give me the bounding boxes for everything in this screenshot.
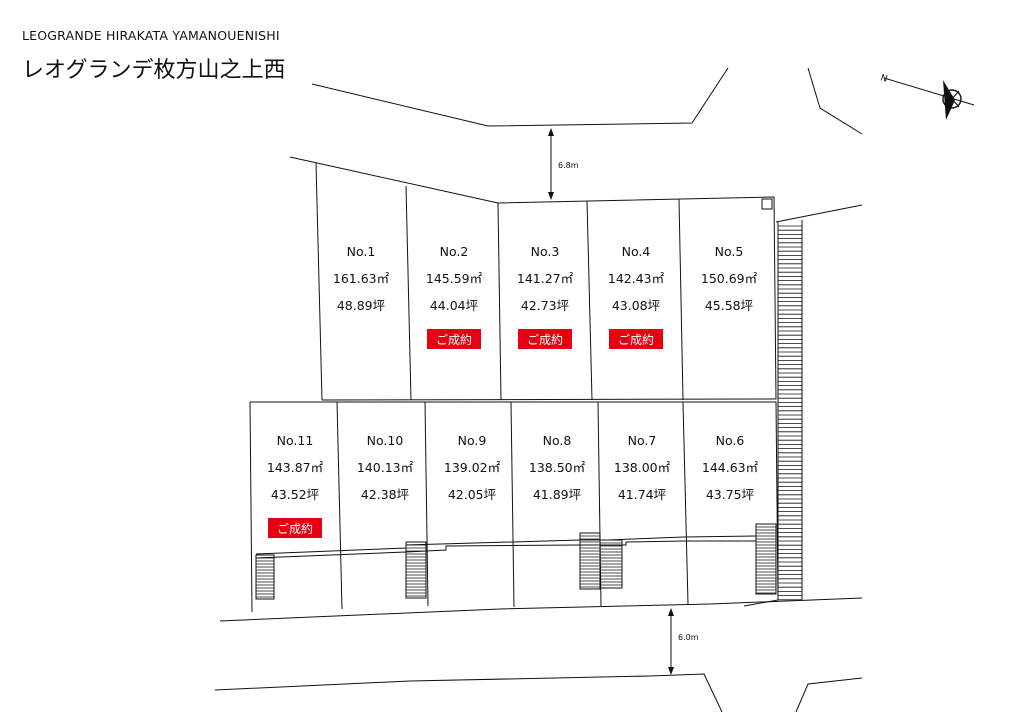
stair-lot-7 (599, 539, 623, 589)
lot-number: No.3 (531, 244, 560, 259)
sold-badge-label: ご成約 (618, 332, 654, 347)
south-road-edge-upper (219, 597, 863, 622)
top-block (315, 162, 777, 401)
lot-area-tsubo: 43.52坪 (271, 487, 319, 502)
lot-number: No.4 (622, 244, 651, 259)
lots-top: No.1161.63㎡48.89坪No.2145.59㎡44.04坪ご成約No.… (333, 244, 758, 349)
sold-badge-label: ご成約 (436, 332, 472, 347)
lot-area-tsubo: 45.58坪 (705, 298, 753, 313)
lot-area-tsubo: 43.08坪 (612, 298, 660, 313)
north-road-edge-lower (289, 156, 499, 204)
sold-badge: ご成約 (518, 329, 572, 349)
lot-area-sqm: 144.63㎡ (702, 460, 759, 475)
site-title-en: LEOGRANDE HIRAKATA YAMANOUENISHI (22, 28, 280, 43)
lot-area-tsubo: 42.05坪 (448, 487, 496, 502)
bottom-block (249, 401, 779, 613)
lot-area-tsubo: 44.04坪 (430, 298, 478, 313)
sold-badge: ご成約 (609, 329, 663, 349)
lot-number: No.5 (715, 244, 744, 259)
parking-stairs (255, 523, 777, 600)
stair-lot-10 (405, 541, 427, 599)
lot-area-sqm: 140.13㎡ (357, 460, 414, 475)
compass-icon: N (879, 73, 975, 120)
south-road-width-marker: 6.0m (668, 608, 699, 675)
stair-lot-6 (755, 523, 777, 595)
lot-number: No.1 (347, 244, 376, 259)
stair-lot-8 (579, 532, 601, 590)
lots-bottom: No.11143.87㎡43.52坪ご成約No.10140.13㎡42.38坪N… (267, 433, 759, 538)
lot-10[interactable]: No.10 140.13㎡ 42.38坪 (357, 433, 414, 502)
lot-area-sqm: 150.69㎡ (701, 271, 758, 286)
lot-6[interactable]: No.6 144.63㎡ 43.75坪 (702, 433, 759, 502)
lot-number: No.10 (367, 433, 404, 448)
lot-number: No.8 (543, 433, 572, 448)
lot-1[interactable]: No.1 161.63㎡ 48.89坪 (333, 244, 390, 313)
stair-lot-11 (255, 554, 275, 600)
lot-5[interactable]: No.5 150.69㎡ 45.58坪 (701, 244, 758, 313)
lot-area-sqm: 141.27㎡ (517, 271, 574, 286)
sold-badge: ご成約 (268, 518, 322, 538)
lot-area-tsubo: 41.74坪 (618, 487, 666, 502)
south-road-edge-right (795, 677, 863, 713)
lot-area-sqm: 142.43㎡ (608, 271, 665, 286)
lot-8[interactable]: No.8 138.50㎡ 41.89坪 (529, 433, 586, 502)
north-road-width-marker: 6.8m (548, 128, 579, 200)
compass-north-mark: N (879, 73, 888, 85)
lot-area-tsubo: 48.89坪 (337, 298, 385, 313)
lot-area-sqm: 143.87㎡ (267, 460, 324, 475)
north-road-edge-right (807, 67, 863, 135)
lot-9[interactable]: No.9 139.02㎡ 42.05坪 (444, 433, 501, 502)
lot-area-tsubo: 42.73坪 (521, 298, 569, 313)
lot-area-sqm: 161.63㎡ (333, 271, 390, 286)
lot-number: No.2 (440, 244, 469, 259)
lot-number: No.11 (277, 433, 314, 448)
south-road-edge-lower (214, 673, 723, 713)
lot-area-tsubo: 43.75坪 (706, 487, 754, 502)
sold-badge-label: ご成約 (527, 332, 563, 347)
lot-area-tsubo: 42.38坪 (361, 487, 409, 502)
lot-area-sqm: 145.59㎡ (426, 271, 483, 286)
sold-badge-label: ご成約 (277, 521, 313, 536)
lot-number: No.6 (716, 433, 745, 448)
lot-area-tsubo: 41.89坪 (533, 487, 581, 502)
lot-number: No.9 (458, 433, 487, 448)
lot-7[interactable]: No.7 138.00㎡ 41.74坪 (614, 433, 671, 502)
south-road-width-label: 6.0m (678, 633, 699, 642)
east-stair-strip (775, 204, 863, 601)
sold-badge: ご成約 (427, 329, 481, 349)
north-road-width-label: 6.8m (558, 161, 579, 170)
lot-area-sqm: 138.50㎡ (529, 460, 586, 475)
site-title-jp: レオグランデ枚方山之上西 (22, 58, 286, 83)
lot-number: No.7 (628, 433, 657, 448)
lot-area-sqm: 139.02㎡ (444, 460, 501, 475)
lot-area-sqm: 138.00㎡ (614, 460, 671, 475)
north-road-edge-upper (311, 67, 729, 127)
